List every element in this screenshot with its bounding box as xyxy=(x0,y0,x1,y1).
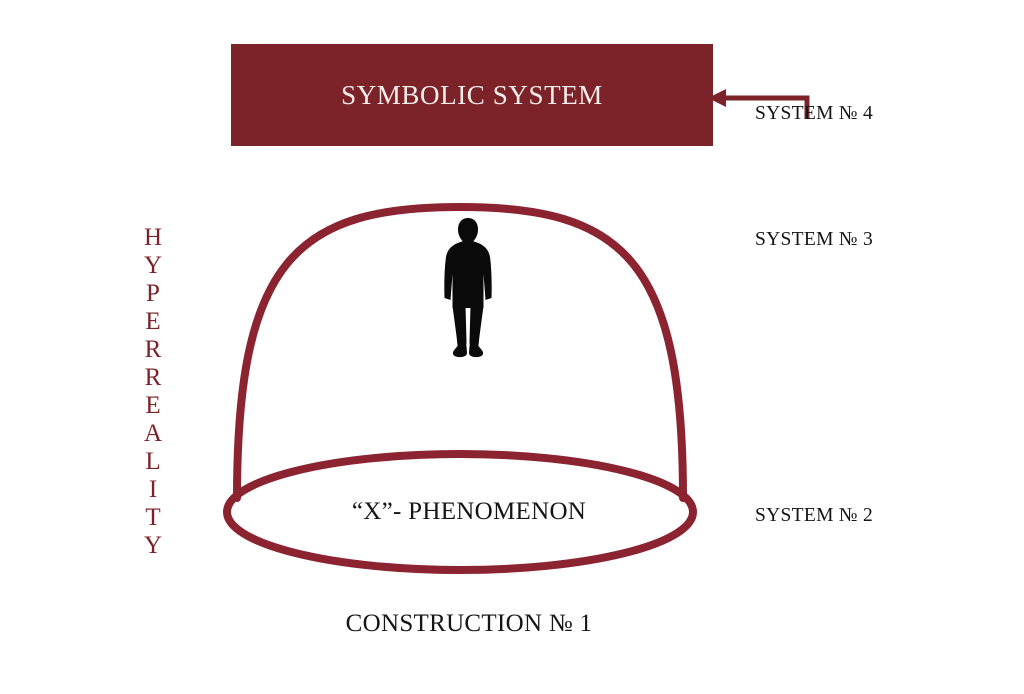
hyperreality-letter: A xyxy=(143,420,163,447)
symbolic-system-box: SYMBOLIC SYSTEM xyxy=(231,44,713,146)
arrow-head xyxy=(708,89,726,107)
hyperreality-letter: Y xyxy=(143,252,163,279)
construction-caption: CONSTRUCTION № 1 xyxy=(345,610,593,637)
arrow-line xyxy=(722,95,810,119)
hyperreality-letter: R xyxy=(144,336,162,363)
phenomenon-label: “X”- PHENOMENON xyxy=(351,498,587,525)
hyperreality-letter: P xyxy=(146,280,160,307)
hyperreality-letter: E xyxy=(145,392,161,419)
dome-base-ellipse xyxy=(223,450,697,574)
dome-arc xyxy=(233,202,687,502)
system-label-3: SYSTEM № 3 xyxy=(755,229,874,250)
elbow-arrow-icon xyxy=(708,89,810,119)
hyperreality-letter: E xyxy=(145,308,161,335)
human-silhouette-icon xyxy=(444,218,492,358)
system-label-2: SYSTEM № 2 xyxy=(755,505,874,526)
system-label-4: SYSTEM № 4 xyxy=(755,103,874,124)
hyperreality-dome xyxy=(223,202,697,574)
hyperreality-vertical-label: H Y P E R R E A L I T Y xyxy=(135,224,171,560)
hyperreality-letter: T xyxy=(145,504,161,531)
symbolic-system-label: SYMBOLIC SYSTEM xyxy=(341,79,603,110)
silhouette-body xyxy=(444,218,492,358)
hyperreality-letter: Y xyxy=(143,532,163,559)
hyperreality-letter: R xyxy=(144,364,162,391)
hyperreality-letter: I xyxy=(148,476,158,503)
hyperreality-letter: H xyxy=(143,224,163,251)
hyperreality-letter: L xyxy=(145,448,161,475)
